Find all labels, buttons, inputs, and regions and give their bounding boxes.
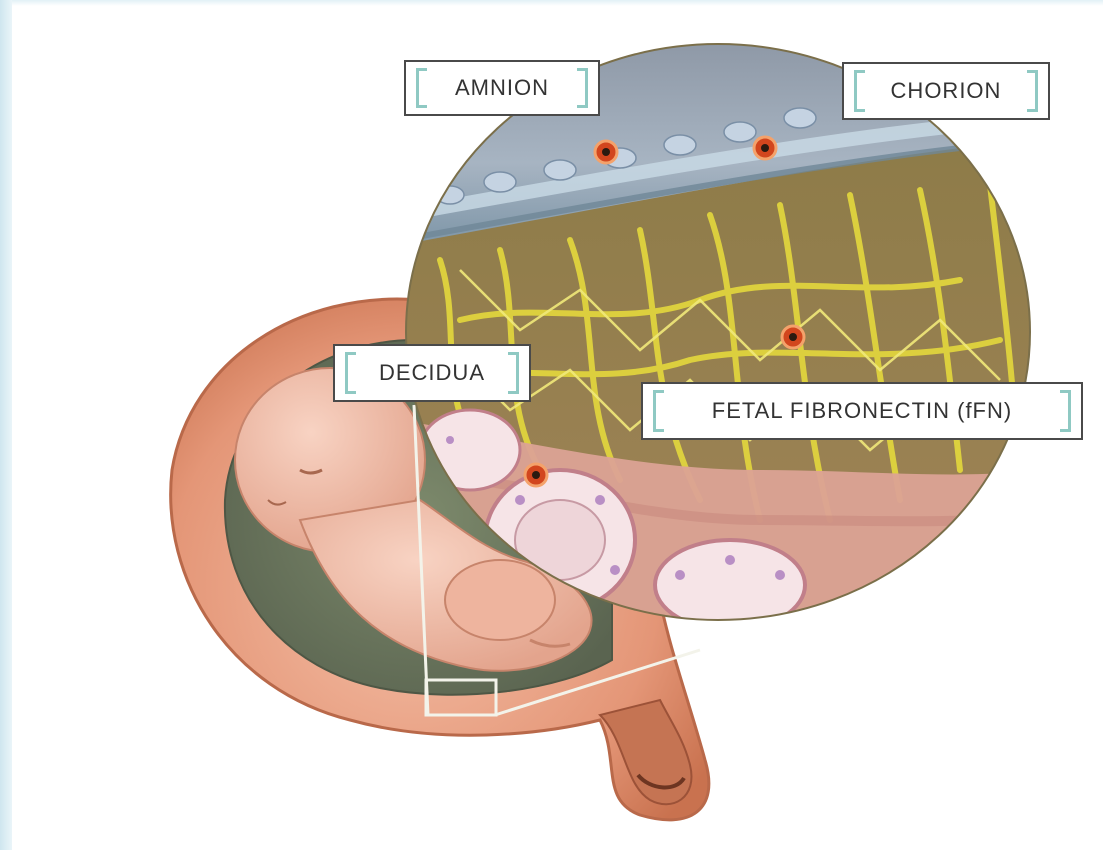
amnion-label-text: AMNION — [455, 75, 549, 101]
amnion-label: AMNION — [404, 60, 600, 116]
decidua-label-text: DECIDUA — [379, 360, 485, 386]
decidua-label: DECIDUA — [333, 344, 531, 402]
chorion-label: CHORION — [842, 62, 1050, 120]
ffn-label: FETAL FIBRONECTIN (fFN) — [641, 382, 1083, 440]
ffn-label-text: FETAL FIBRONECTIN (fFN) — [712, 398, 1012, 424]
chorion-label-text: CHORION — [891, 78, 1002, 104]
